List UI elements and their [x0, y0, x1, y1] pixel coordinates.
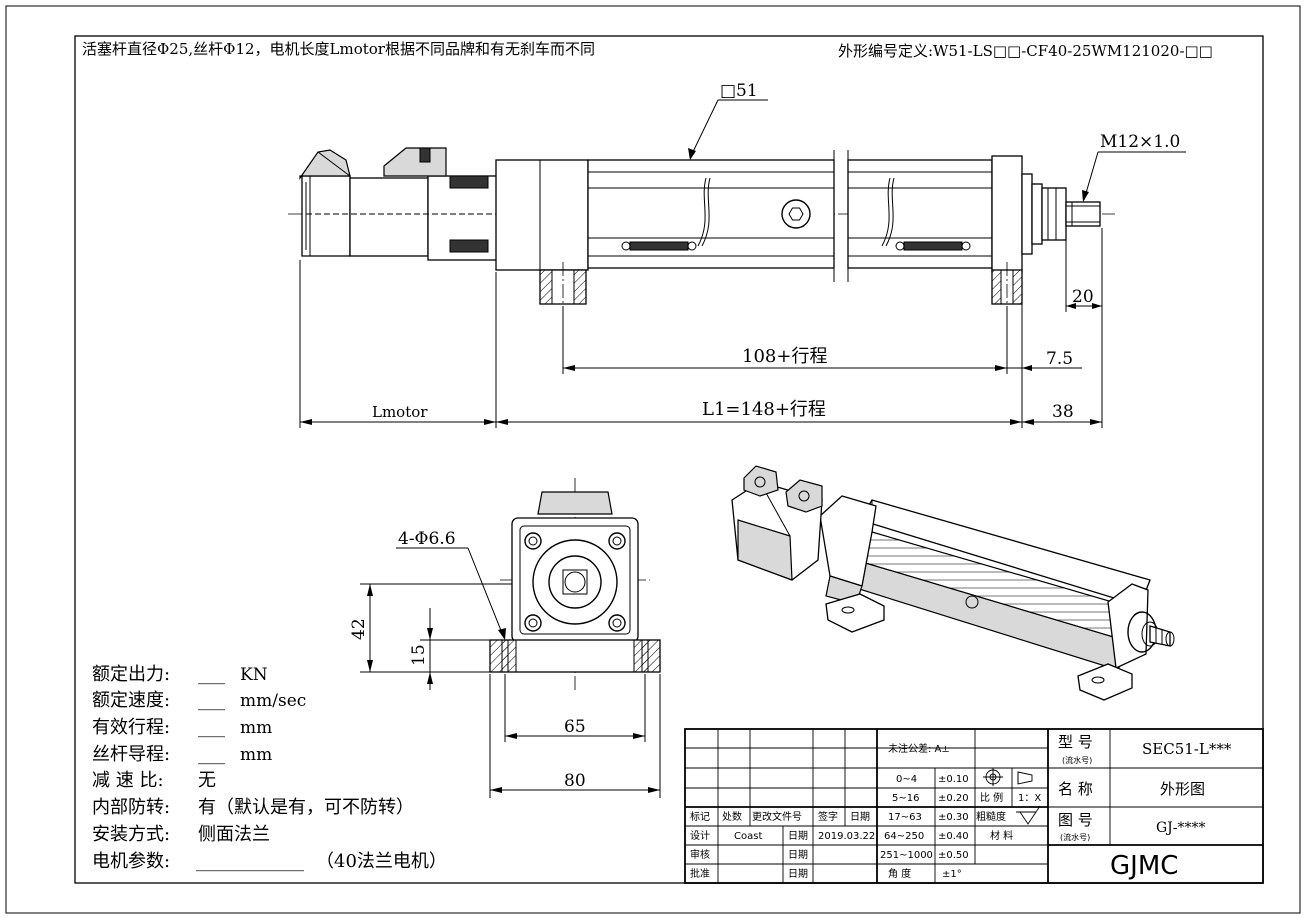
tol-range: 0~4 — [896, 774, 917, 785]
spec-label: 有效行程: — [92, 717, 170, 738]
dim-15: 15 — [409, 644, 429, 666]
inner-border — [74, 35, 1264, 884]
dim-42: 42 — [349, 618, 369, 640]
front-view-dimensions: 4-Φ6.6 42 15 65 80 — [349, 529, 661, 798]
roughness-symbol-icon — [1016, 805, 1041, 825]
dim-65: 65 — [564, 717, 586, 737]
spec-blank: ___ — [198, 717, 225, 738]
actuator-tube — [587, 159, 835, 269]
spec-unit: mm — [240, 745, 272, 765]
flange-block — [495, 159, 589, 271]
outer-border — [5, 5, 1301, 914]
design-label: 设计 — [690, 829, 710, 842]
header-left-note: 活塞杆直径Φ25,丝杆Φ12，电机长度Lmotor根据不同品牌和有无刹车而不同 — [82, 40, 595, 58]
spec-unit: 侧面法兰 — [198, 824, 270, 845]
tol-value: ±0.40 — [938, 831, 969, 842]
dim-108-stroke: 108+行程 — [742, 346, 827, 367]
model-label: 型 号 — [1058, 733, 1093, 751]
front-view — [489, 478, 661, 690]
tol-range: 角 度 — [888, 867, 911, 880]
spec-label: 内部防转: — [92, 797, 170, 818]
roughness-label: 粗糙度 — [976, 810, 1006, 823]
spec-unit: 无 — [198, 770, 216, 791]
tol-value: ±1° — [942, 869, 962, 880]
model-sub: (流水号) — [1062, 755, 1092, 765]
rev-header: 处数 — [722, 810, 742, 823]
dim-thread-m12: M12×1.0 — [1100, 132, 1180, 152]
isometric-view — [731, 465, 1175, 701]
date-label: 日期 — [788, 868, 808, 880]
date-label: 日期 — [788, 830, 808, 842]
spec-blank: ___ — [198, 744, 225, 765]
tol-range: 64~250 — [884, 831, 924, 842]
spec-unit: KN — [240, 665, 268, 685]
tol-value: ±0.50 — [938, 850, 969, 861]
dim-square-51: □51 — [720, 81, 758, 101]
dim-7-5: 7.5 — [1046, 349, 1073, 369]
spec-label: 丝杆导程: — [92, 744, 170, 765]
sensor-slot-right — [903, 241, 963, 251]
spec-label: 减 速 比: — [92, 770, 164, 791]
date-label: 日期 — [788, 849, 808, 861]
tol-range: 251~1000 — [880, 850, 933, 861]
drawing-sub: (流水号) — [1060, 832, 1090, 842]
hex-screw — [781, 199, 811, 229]
spec-list: 额定出力: ___ KN 额定速度: ___ mm/sec 有效行程: ___ … — [92, 664, 447, 872]
company-logo: GJMC — [1110, 851, 1178, 881]
dim-80: 80 — [564, 771, 586, 791]
name-value: 外形图 — [1160, 780, 1205, 798]
spec-unit: 有（默认是有，可不防转） — [198, 797, 414, 818]
dim-20: 20 — [1072, 287, 1094, 307]
tol-range: 5~16 — [892, 793, 919, 804]
front-end-block — [991, 155, 1023, 273]
approve-label: 批准 — [690, 867, 710, 880]
spec-blank: ___ — [198, 690, 225, 711]
rev-header: 日期 — [850, 811, 870, 823]
front-base — [489, 639, 661, 673]
dim-lmotor: Lmotor — [372, 403, 428, 421]
spec-unit: mm — [240, 718, 272, 738]
spec-unit: mm/sec — [240, 691, 306, 711]
dim-l1: L1=148+行程 — [702, 399, 826, 420]
header-right-note: 外形编号定义:W51-LS□□-CF40-25WM121020-□□ — [838, 42, 1213, 60]
spec-label: 额定速度: — [92, 690, 170, 711]
scale-label: 比 例 — [980, 791, 1003, 804]
tolerance-label: 未注公差: A± — [888, 742, 950, 755]
tol-value: ±0.10 — [938, 774, 969, 785]
side-view-dimensions: □51 M12×1.0 20 108+行程 7.5 Lmotor — [299, 81, 1186, 428]
side-view — [288, 147, 1115, 312]
design-date: 2019.03.22 — [818, 831, 875, 842]
scale-value: 1：X — [1018, 793, 1041, 804]
designer: Coast — [734, 831, 762, 842]
spec-blank: ___ — [198, 664, 225, 685]
spec-label: 额定出力: — [92, 664, 170, 685]
review-label: 审核 — [690, 848, 710, 861]
spec-label: 安装方式: — [92, 824, 170, 845]
dim-holes: 4-Φ6.6 — [398, 529, 456, 549]
rev-header: 签字 — [818, 810, 838, 823]
tol-value: ±0.30 — [938, 812, 969, 823]
spec-label: 电机参数: — [92, 851, 170, 872]
drawing-label: 图 号 — [1058, 811, 1093, 829]
dim-38: 38 — [1052, 402, 1074, 422]
spec-unit: （40法兰电机） — [316, 851, 447, 872]
sensor-slot-left — [629, 241, 689, 251]
model-value: SEC51-L*** — [1142, 740, 1232, 758]
tol-value: ±0.20 — [938, 793, 969, 804]
tol-range: 17~63 — [888, 812, 922, 823]
rev-header: 更改文件号 — [752, 810, 802, 823]
title-block: 未注公差: A± 0~4 ±0.10 5~16 ±0.20 17~63 ±0.3… — [684, 728, 1264, 884]
projection-symbol-icon — [983, 768, 1033, 786]
rev-header: 标记 — [690, 811, 710, 823]
material-label: 材 料 — [990, 829, 1013, 842]
motor-body — [299, 147, 500, 261]
drawing-value: GJ-**** — [1156, 820, 1206, 836]
spec-blank: ____________ — [196, 851, 304, 872]
name-label: 名 称 — [1058, 780, 1093, 798]
